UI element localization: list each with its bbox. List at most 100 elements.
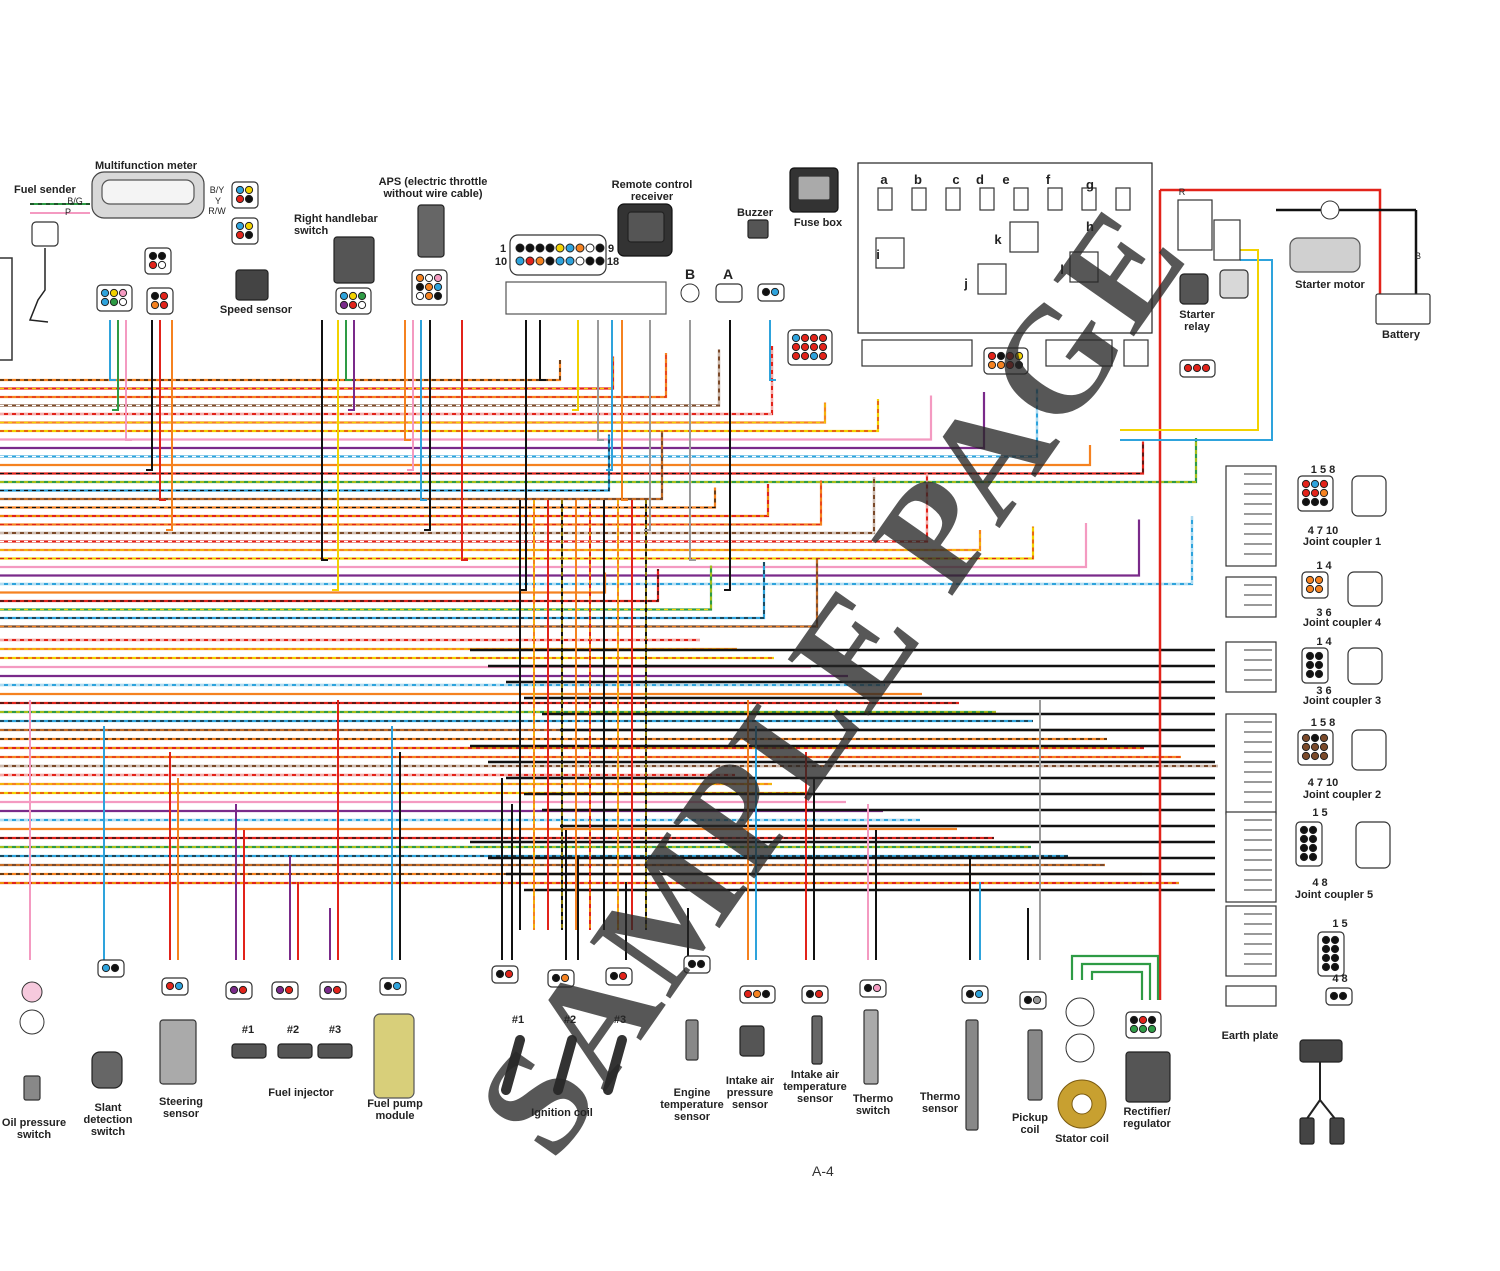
jc5-pins-bottom: 4 8 <box>1312 877 1328 889</box>
connector-pin <box>1014 360 1024 370</box>
connector-pin <box>560 973 570 983</box>
connector-pin <box>357 300 367 310</box>
starter-relay-pins <box>1213 219 1241 261</box>
page-number: A-4 <box>812 1163 834 1179</box>
connector-pin <box>1314 660 1324 670</box>
connector-pin <box>1338 991 1348 1001</box>
connector-pin <box>1183 363 1193 373</box>
wire-path <box>1080 962 1152 1000</box>
connector-pin <box>339 291 349 301</box>
wire-code-p: P <box>64 207 71 217</box>
relay-i <box>875 237 905 269</box>
oil-pressure-ring <box>19 1009 45 1035</box>
jc5-connector <box>1295 821 1323 867</box>
connector-pin <box>1005 360 1015 370</box>
connector-pin <box>433 273 443 283</box>
connector-pin <box>1321 935 1331 945</box>
wire-path <box>0 519 1141 577</box>
connector-pin <box>109 297 119 307</box>
connector-pin <box>996 351 1006 361</box>
connector-pin <box>1305 669 1315 679</box>
connector-pin <box>109 288 119 298</box>
ignition-coil-body <box>501 1035 525 1095</box>
fuse-block-connector <box>983 347 1029 375</box>
wire-tracer <box>0 530 981 551</box>
fuse-box-face <box>797 175 831 201</box>
thermo-sensor-label: Thermo sensor <box>919 1091 961 1115</box>
joint-coupler-2-block <box>1225 713 1277 815</box>
ecu-pin <box>515 256 525 266</box>
connector-pin <box>809 342 819 352</box>
joint-coupler-2-label: Joint coupler 2 <box>1302 789 1382 801</box>
wire-path <box>424 320 431 531</box>
connector-pin <box>1305 575 1315 585</box>
connector-pin <box>235 221 245 231</box>
earth-plate-plug-2 <box>1329 1117 1345 1145</box>
connector-pin <box>1005 351 1015 361</box>
connector-pin <box>1314 669 1324 679</box>
wire-path <box>606 320 613 471</box>
wire-path <box>112 320 119 411</box>
connector-pin <box>1305 651 1315 661</box>
connector-pin <box>1023 995 1033 1005</box>
wire-path <box>109 320 116 381</box>
connector-pin <box>1319 742 1329 752</box>
thermo-sensor-body <box>965 1019 979 1131</box>
wire-tracer <box>0 558 818 628</box>
connector-pin <box>1299 852 1309 862</box>
connector-pin <box>1192 363 1202 373</box>
earth-plate-connector <box>1317 931 1345 977</box>
wire-path <box>689 320 696 561</box>
ecu-pin-18: 18 <box>606 256 620 268</box>
earth-plate-block-2 <box>1225 985 1277 1007</box>
steering-sensor-label: Steering sensor <box>158 1096 203 1120</box>
connector-pin <box>791 333 801 343</box>
connector-pin <box>415 273 425 283</box>
connector-pin <box>1321 944 1331 954</box>
remote-control-receiver-label: Remote control receiver <box>611 179 693 203</box>
connector-pin <box>244 194 254 204</box>
fuel-injector-body <box>277 1043 313 1059</box>
ignition-coil-body <box>553 1035 577 1095</box>
starter-relay-connector <box>1179 273 1209 305</box>
connector-pin <box>100 288 110 298</box>
buzzer-body <box>747 219 769 239</box>
wire-path <box>769 320 776 381</box>
wire-path <box>621 320 628 501</box>
aps-body <box>417 204 445 258</box>
connector-pin <box>996 360 1006 370</box>
fuse-element <box>1081 187 1097 211</box>
connector-pin <box>800 351 810 361</box>
connector-pin <box>1305 660 1315 670</box>
speed-sensor-label: Speed sensor <box>219 304 293 316</box>
connector-pin <box>1138 1024 1148 1034</box>
fuse-block-pins-b <box>1045 339 1113 367</box>
connector-pin <box>148 260 158 270</box>
ecu-pin <box>555 256 565 266</box>
connector-pin <box>1319 479 1329 489</box>
thermo-switch-label: Thermo switch <box>852 1093 894 1117</box>
pickup-coil-label: Pickup coil <box>1011 1112 1049 1136</box>
ecu-pin <box>575 256 585 266</box>
connector-pin <box>1321 962 1331 972</box>
connector-pin <box>357 291 367 301</box>
fuse-element <box>945 187 961 211</box>
connector-pin <box>339 300 349 310</box>
connector-pin <box>118 297 128 307</box>
connector-pin <box>1314 575 1324 585</box>
fuel-injector-body <box>317 1043 353 1059</box>
jc4-mate <box>1347 571 1383 607</box>
wire-tracer <box>0 562 765 619</box>
connector-pin <box>791 342 801 352</box>
connector-pin <box>1301 733 1311 743</box>
joint-coupler-5-label: Joint coupler 5 <box>1294 889 1374 901</box>
connector-pin <box>1129 1015 1139 1025</box>
joint-coupler-5-block <box>1225 811 1277 903</box>
fuse-d: d <box>976 172 984 187</box>
aps-label: APS (electric throttle without wire cabl… <box>378 176 488 200</box>
connector-pin <box>1330 944 1340 954</box>
connector-pin <box>244 221 254 231</box>
connector-pin <box>1330 953 1340 963</box>
connector-pin <box>244 230 254 240</box>
